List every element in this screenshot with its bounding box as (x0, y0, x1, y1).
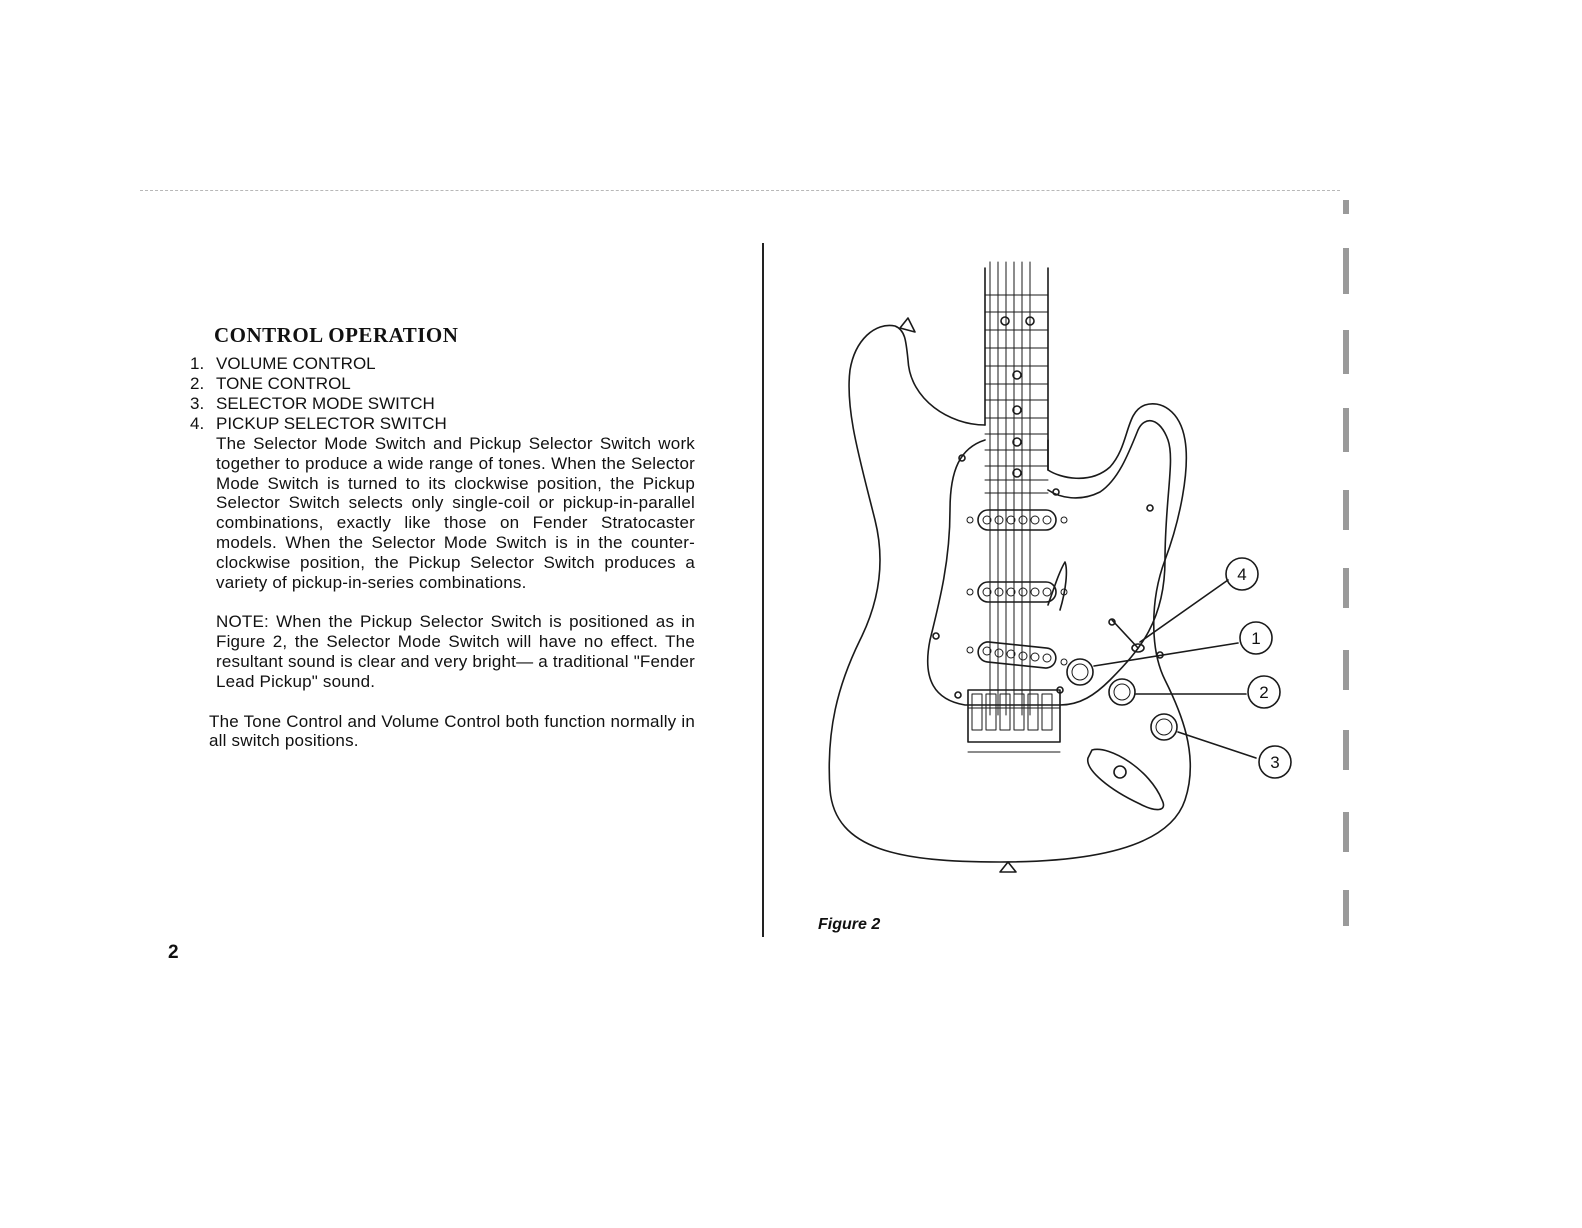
neck-pickup (977, 509, 1057, 531)
guitar-neck (984, 267, 1049, 471)
middle-pickup (977, 581, 1057, 603)
output-jack-plate (1087, 748, 1165, 811)
guitar-body-outline (828, 324, 1192, 863)
binding-edge-marks (1335, 200, 1365, 940)
tremolo-arm (1047, 561, 1068, 611)
list-item-number: 3. (190, 394, 205, 413)
callout-line-3 (1177, 731, 1257, 759)
list-item: 3. SELECTOR MODE SWITCH (190, 394, 695, 414)
callout-circle-3 (1258, 745, 1292, 779)
pickguard (926, 419, 1172, 706)
list-item: 1. VOLUME CONTROL (190, 354, 695, 374)
selector-mode-knob (1150, 713, 1178, 741)
callout-circle-2 (1247, 675, 1281, 709)
guitar-figure: 4 1 2 3 (828, 261, 1292, 873)
list-item-label: SELECTOR MODE SWITCH (216, 394, 435, 413)
column-divider (762, 243, 764, 937)
callout-number-3: 3 (1270, 753, 1279, 772)
tone-knob (1108, 678, 1136, 706)
bridge (967, 689, 1061, 743)
control-list: 1. VOLUME CONTROL 2. TONE CONTROL 3. SEL… (190, 354, 695, 434)
volume-knob (1066, 658, 1094, 686)
callout-circle-1 (1239, 621, 1273, 655)
top-rule (140, 190, 1340, 191)
callout-number-4: 4 (1237, 565, 1246, 584)
callout-line-1 (1093, 642, 1239, 667)
page-number: 2 (168, 942, 179, 963)
figure-caption: Figure 2 (818, 916, 881, 933)
text-column: CONTROL OPERATION 1. VOLUME CONTROL 2. T… (190, 322, 695, 751)
list-item-number: 2. (190, 374, 205, 393)
section-heading: CONTROL OPERATION (214, 323, 459, 347)
note-paragraph: NOTE: When the Pickup Selector Switch is… (216, 612, 695, 691)
list-item-number: 1. (190, 354, 205, 373)
list-item-label: VOLUME CONTROL (216, 354, 376, 373)
list-item: 4. PICKUP SELECTOR SWITCH (190, 414, 695, 434)
callout-line-4 (1139, 579, 1229, 643)
bridge-pickup (977, 641, 1057, 669)
callout-circle-4 (1225, 557, 1259, 591)
list-item-label: PICKUP SELECTOR SWITCH (216, 414, 447, 433)
list-item-number: 4. (190, 414, 205, 433)
callout-number-1: 1 (1251, 629, 1260, 648)
list-item-label: TONE CONTROL (216, 374, 351, 393)
description-paragraph: The Selector Mode Switch and Pickup Sele… (216, 434, 695, 592)
list-item: 2. TONE CONTROL (190, 374, 695, 394)
callout-number-2: 2 (1259, 683, 1268, 702)
tone-volume-paragraph: The Tone Control and Volume Control both… (209, 711, 695, 751)
pickup-selector-switch (1111, 619, 1139, 649)
